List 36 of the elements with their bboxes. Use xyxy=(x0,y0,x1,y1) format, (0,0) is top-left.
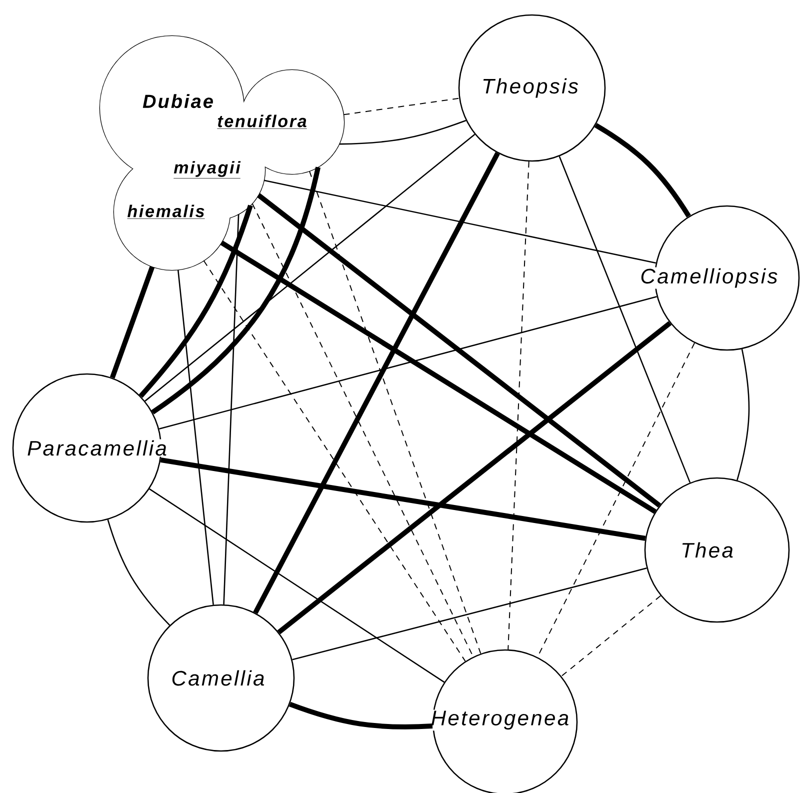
connector-line xyxy=(149,488,445,683)
connector-line xyxy=(264,180,656,264)
connector-line xyxy=(277,321,672,634)
connector-line xyxy=(339,120,466,145)
connector-line xyxy=(158,296,657,430)
cloud-lobe-label: Dubiae xyxy=(142,93,214,110)
circle-node: Camellia xyxy=(147,604,295,752)
connector-line xyxy=(736,348,750,480)
connector-line xyxy=(256,193,662,508)
connector-line xyxy=(560,595,662,677)
connector-line xyxy=(138,204,253,398)
connector-line xyxy=(288,702,433,730)
connector-line xyxy=(558,156,691,483)
connector-line xyxy=(151,166,321,414)
connector-line xyxy=(594,122,691,218)
connector-line xyxy=(220,240,657,514)
connector-line xyxy=(203,260,466,662)
connector-line xyxy=(110,266,155,379)
connector-line xyxy=(144,134,476,402)
circle-node: Thea xyxy=(644,477,790,623)
connector-line xyxy=(308,170,482,654)
cloud-lobe-label: hiemalis xyxy=(126,204,206,220)
cloud-lobe-label: miyagii xyxy=(172,160,242,180)
connector-line xyxy=(508,161,530,650)
circle-node: Theopsis xyxy=(458,14,606,162)
circle-node: Heterogenea xyxy=(430,649,578,793)
connector-line xyxy=(160,457,646,541)
cloud-lobe-label: tenuiflora xyxy=(216,114,308,130)
connector-line xyxy=(177,270,214,605)
connector-line xyxy=(343,98,460,116)
circle-node: Camelliopsis xyxy=(639,205,800,351)
connector-line xyxy=(223,214,240,604)
circle-node: Paracamellia xyxy=(12,373,168,523)
connector-line xyxy=(253,152,500,614)
connector-line xyxy=(107,520,170,626)
connector-line xyxy=(292,568,647,660)
